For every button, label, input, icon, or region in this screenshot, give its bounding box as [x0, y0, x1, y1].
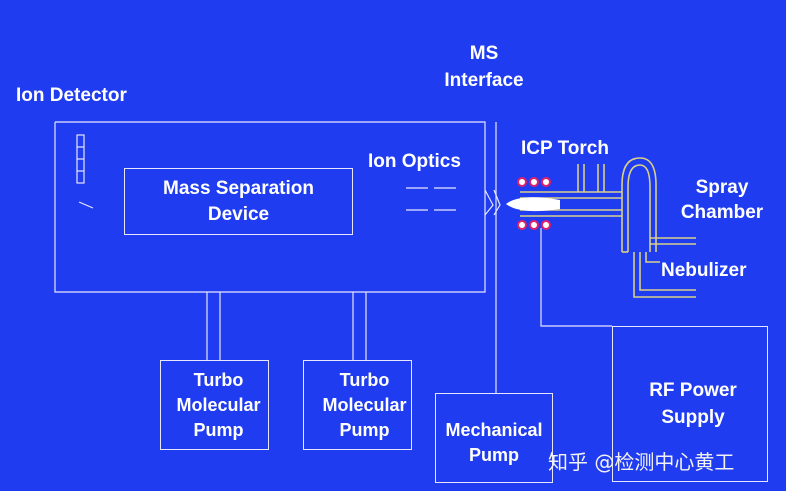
- mass-separation-label-line2: Device: [207, 204, 270, 225]
- watermark: 知乎 @检测中心黄工: [548, 450, 735, 474]
- rf-power-label: RF Power Supply: [630, 377, 756, 431]
- mass-separation-box: [124, 168, 353, 235]
- rf-power-label-line1: RF Power: [649, 380, 737, 401]
- turbo-pump-2-box: [303, 360, 412, 450]
- spray-chamber-label: Spray Chamber: [672, 177, 772, 224]
- mechanical-pump-box: [435, 393, 553, 483]
- rf-power-label-line2: Supply: [661, 407, 725, 428]
- mechanical-pump-label-line2: Pump: [468, 445, 519, 465]
- spray-chamber-outline: [621, 157, 657, 252]
- turbo-pump-1-label-line2: Molecular: [176, 395, 261, 415]
- skimmer-cone: [493, 189, 501, 216]
- turbo-pump-2-label-line3: Pump: [339, 420, 390, 440]
- turbo-pump-1-label-line3: Pump: [193, 420, 244, 440]
- icp-torch-label: ICP Torch: [521, 138, 609, 159]
- spray-chamber-label-line1: Spray: [695, 177, 749, 198]
- mechanical-pump-label-line1: Mechanical: [445, 420, 543, 440]
- rf-power-box: [612, 326, 768, 482]
- turbo-pump-2-label-line2: Molecular: [322, 395, 407, 415]
- rf-coil: [517, 177, 551, 230]
- turbo-pump-2-label-line1: Turbo: [339, 370, 390, 390]
- plasma: [506, 197, 560, 212]
- ion-detector-dynode: [78, 201, 94, 209]
- mass-separation-label-line1: Mass Separation: [163, 178, 314, 199]
- turbo-pump-1-label-line1: Turbo: [193, 370, 244, 390]
- ms-interface-label-line2: Interface: [444, 70, 524, 91]
- mechanical-pump-label: Mechanical Pump: [437, 418, 551, 468]
- sampler-cone: [484, 189, 494, 216]
- ms-interface-label-line1: MS: [469, 43, 499, 64]
- ion-optics-label: Ion Optics: [368, 151, 461, 172]
- vacuum-chamber-outline: [54, 121, 486, 293]
- spray-chamber-label-line2: Chamber: [680, 202, 764, 223]
- ion-detector-label: Ion Detector: [16, 85, 127, 106]
- turbo-pump-2-label: Turbo Molecular Pump: [306, 368, 423, 443]
- mass-separation-label: Mass Separation Device: [124, 178, 353, 226]
- nebulizer-tube: [633, 252, 696, 298]
- rf-connection-line: [540, 228, 612, 327]
- turbo-pump-1-label: Turbo Molecular Pump: [160, 368, 277, 443]
- turbo-pump-1-box: [160, 360, 269, 450]
- ms-interface-label: MS Interface: [434, 43, 534, 92]
- nebulizer-label: Nebulizer: [661, 260, 747, 281]
